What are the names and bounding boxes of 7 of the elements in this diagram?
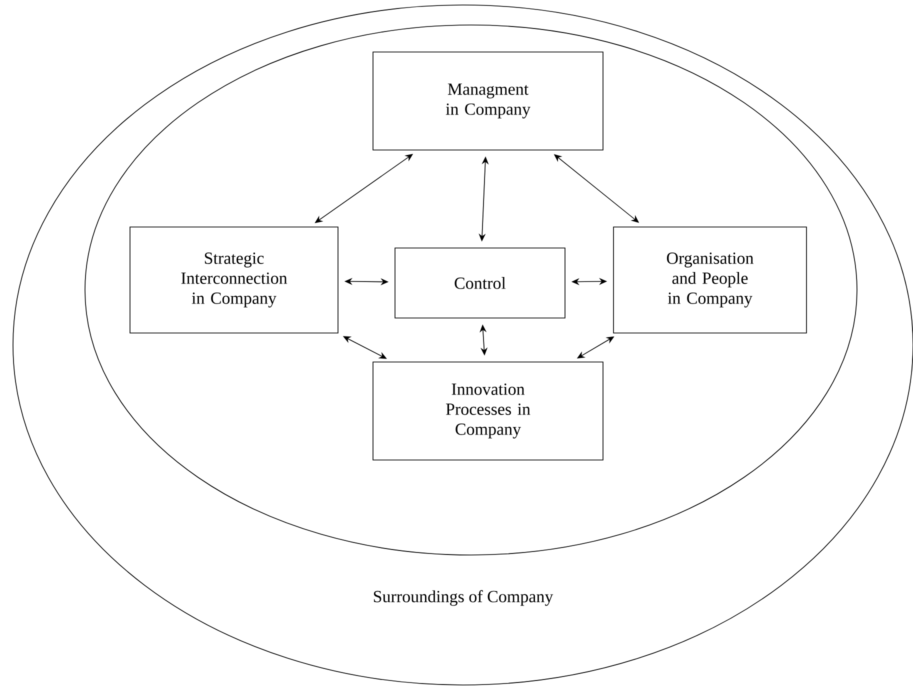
process-box: Managment in Company <box>372 52 604 150</box>
process-box: Organisation and People in Company <box>613 226 807 334</box>
process-box: Innovation Processes in Company <box>372 362 604 460</box>
process-box: Control <box>394 248 566 318</box>
surroundings-label: Surroundings of Company <box>374 590 554 606</box>
ellipse-outline <box>84 24 858 556</box>
process-box: Strategic Interconnection in Company <box>130 226 338 334</box>
